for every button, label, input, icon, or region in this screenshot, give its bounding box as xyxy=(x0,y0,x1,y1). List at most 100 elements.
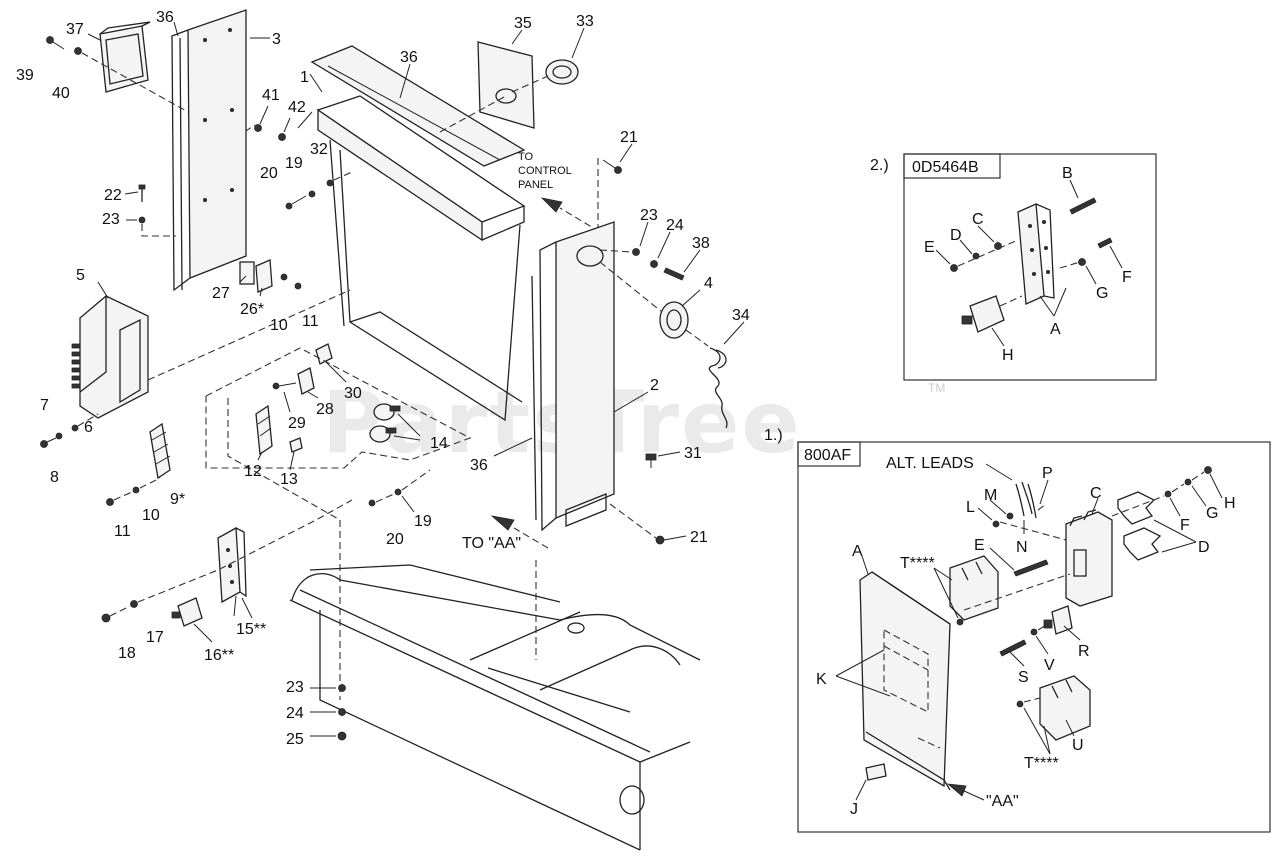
screw-29 xyxy=(272,382,297,390)
part-16-block xyxy=(171,597,203,627)
inset-2-label-g: G xyxy=(1096,285,1108,302)
callout-labels: 37 36 3 39 40 41 42 22 23 20 19 32 5 27 … xyxy=(16,9,750,748)
callout-36-left: 36 xyxy=(156,9,174,26)
callout-1: 1 xyxy=(300,69,309,86)
callout-23-left: 23 xyxy=(102,211,120,228)
inset-1-tag-box xyxy=(797,441,861,467)
callout-30: 30 xyxy=(344,385,362,402)
part-30-plate xyxy=(315,343,333,365)
inset-1-alt-leads: ALT. LEADS xyxy=(886,455,974,472)
part-33-grommet xyxy=(545,59,579,85)
washer-10b xyxy=(132,486,140,494)
part-1-frame xyxy=(316,95,526,422)
inset-2-washer-c xyxy=(994,242,1002,250)
callout-20-top: 20 xyxy=(260,165,278,182)
screw-20b xyxy=(368,499,376,507)
inset-2-washer-d xyxy=(972,252,980,260)
inset-1-screw-l xyxy=(992,520,1000,528)
inset-1-alt-leads-wires xyxy=(985,463,1037,519)
callout-18: 18 xyxy=(118,645,136,662)
callout-2: 2 xyxy=(650,377,659,394)
inset-2-bolt-b xyxy=(1069,197,1097,215)
callout-41: 41 xyxy=(262,87,280,104)
washer-24b xyxy=(338,708,346,716)
inset-2-number: 2.) xyxy=(870,157,889,174)
inset-1-label-h: H xyxy=(1224,495,1236,512)
washer-24a xyxy=(650,260,658,268)
washer-23c xyxy=(338,684,346,692)
inset-1-stud-e xyxy=(1013,559,1049,577)
inset-1-label-d: D xyxy=(1198,539,1210,556)
callout-38: 38 xyxy=(692,235,710,252)
inset-1-label-c: C xyxy=(1090,485,1102,502)
inset-1-label-m: M xyxy=(984,487,997,504)
part-15-bracket xyxy=(217,526,247,604)
callout-16: 16** xyxy=(204,647,234,664)
arrow-to-aa xyxy=(490,515,549,549)
inset-1-nut-h xyxy=(1204,466,1212,474)
callout-39: 39 xyxy=(16,67,34,84)
callout-19-middle: 19 xyxy=(414,513,432,530)
callout-42: 42 xyxy=(288,99,306,116)
callout-32: 32 xyxy=(310,141,328,158)
callout-19-top: 19 xyxy=(285,155,303,172)
screw-31 xyxy=(645,453,657,468)
screw-8 xyxy=(40,437,57,448)
watermark-tm: TM xyxy=(928,381,945,395)
washer-19b xyxy=(394,488,402,496)
assembly-path-dashed xyxy=(205,347,472,469)
callout-11-top: 11 xyxy=(302,313,319,330)
callout-10-bottom: 10 xyxy=(142,507,160,524)
callout-24-right: 24 xyxy=(666,217,684,234)
inset-1-label-f: F xyxy=(1180,517,1190,534)
bolt-38 xyxy=(663,267,685,281)
callout-29: 29 xyxy=(288,415,306,432)
inset-1-frame xyxy=(797,441,1271,833)
washer-40 xyxy=(74,47,82,55)
part-base-frame xyxy=(289,564,701,851)
note-to-control-panel-line3: PANEL xyxy=(518,179,553,191)
callout-20-middle: 20 xyxy=(386,531,404,548)
inset-2-part-number: 0D5464B xyxy=(912,159,979,176)
callout-10-top: 10 xyxy=(270,317,288,334)
callout-40: 40 xyxy=(52,85,70,102)
inset-1-washer-v xyxy=(1030,628,1038,636)
washer-10a xyxy=(280,273,288,281)
washer-17 xyxy=(130,600,138,608)
inset-2-label-f: F xyxy=(1122,269,1132,286)
callout-37: 37 xyxy=(66,21,84,38)
nut-11a xyxy=(294,282,302,290)
arrow-to-control-panel xyxy=(540,197,601,233)
screw-20a xyxy=(285,195,307,210)
callout-31: 31 xyxy=(684,445,702,462)
callout-23-right: 23 xyxy=(640,207,658,224)
note-to-control-panel-line2: CONTROL xyxy=(518,165,572,177)
inset-1-washer-m xyxy=(1006,512,1014,520)
inset-2-washer-g xyxy=(1078,258,1086,266)
inset-2-label-d: D xyxy=(950,227,962,244)
callout-21-bottom: 21 xyxy=(690,529,708,546)
callout-33: 33 xyxy=(576,13,594,30)
inset-1-label-r: R xyxy=(1078,643,1090,660)
callout-25: 25 xyxy=(286,731,304,748)
callout-28: 28 xyxy=(316,401,334,418)
inset-1-label-aa: "AA" xyxy=(986,793,1019,810)
inset-1-washer-f xyxy=(1164,490,1172,498)
part-2-side-panel xyxy=(539,221,615,532)
inset-1-label-k: K xyxy=(816,671,827,688)
part-35-cover-plate xyxy=(477,41,535,129)
callout-5: 5 xyxy=(76,267,85,284)
washer-41 xyxy=(254,124,262,132)
inset-1-shield-t-upper xyxy=(949,555,999,621)
inset-1-label-n: N xyxy=(1016,539,1028,556)
screw-11b xyxy=(106,498,114,506)
inset-1-lugs-d xyxy=(1117,491,1162,561)
part-34-cable xyxy=(708,347,728,429)
part-9-terminal-strip xyxy=(149,422,171,480)
part-13-connector xyxy=(289,437,303,453)
washer-23a xyxy=(138,216,146,224)
inset-1-label-s: S xyxy=(1018,669,1029,686)
nut-25 xyxy=(337,731,347,741)
part-3-side-panel xyxy=(171,9,247,292)
